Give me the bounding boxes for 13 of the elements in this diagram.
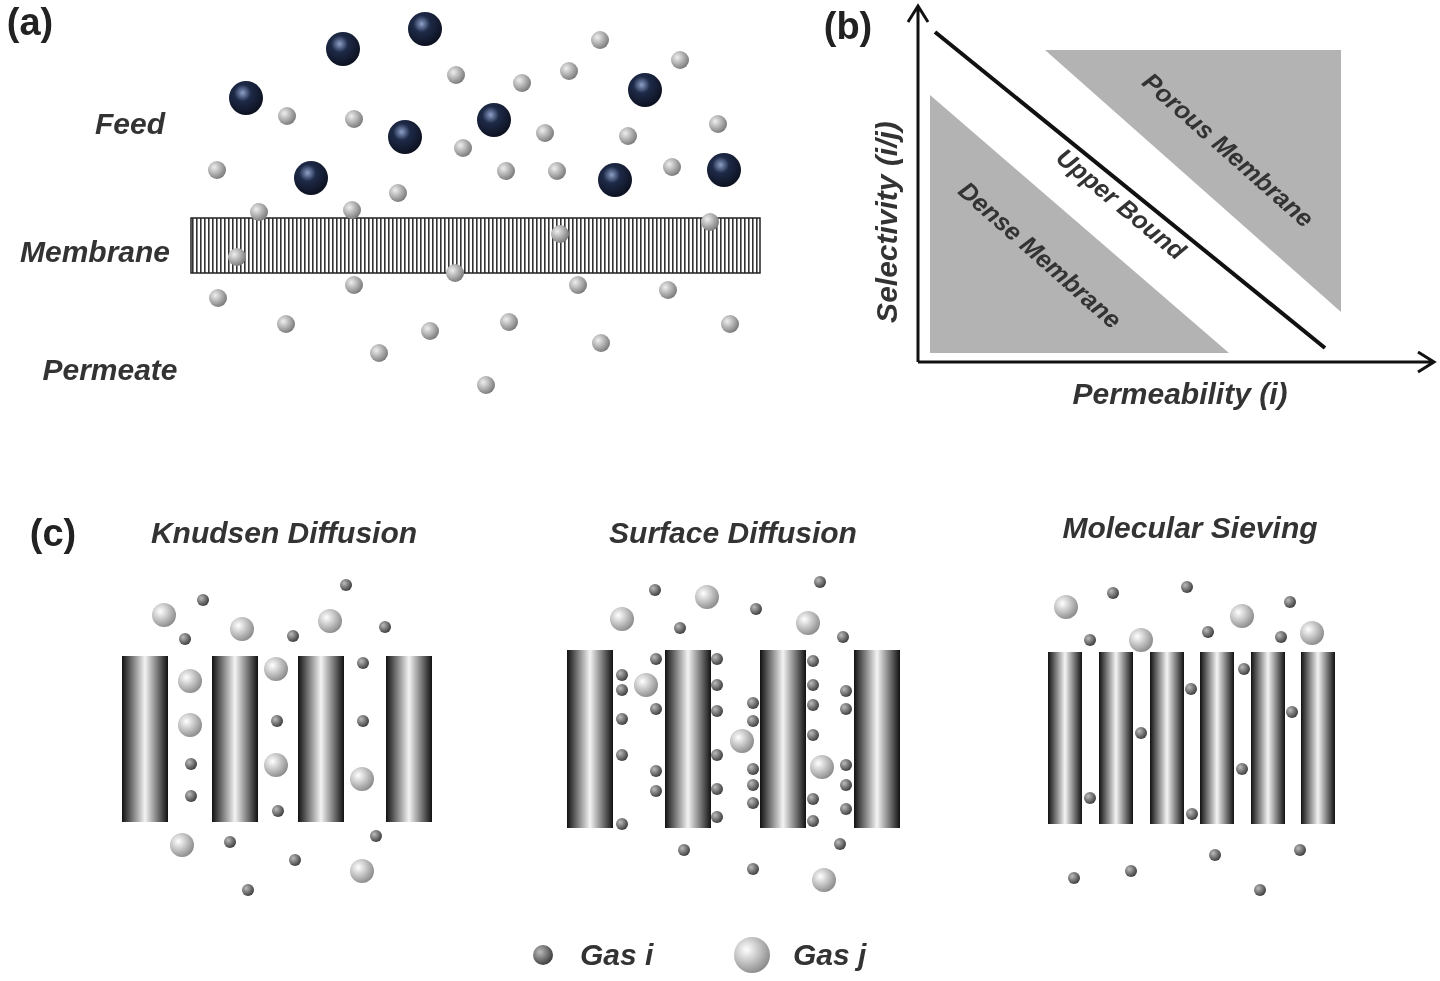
axis-title: Selectivity (i/j) — [872, 121, 902, 323]
region-label: Membrane — [20, 237, 170, 267]
panel-title: Molecular Sieving — [1062, 513, 1318, 543]
legend-label: Gas i — [580, 940, 654, 970]
panel-title: Knudsen Diffusion — [150, 518, 418, 548]
panel-letter: (a) — [6, 3, 54, 41]
panel-title: Surface Diffusion — [609, 518, 857, 548]
panel-letter: (c) — [29, 514, 77, 552]
region-label: Feed — [95, 109, 165, 139]
legend-label: Gas j — [793, 940, 867, 970]
region-label: Permeate — [42, 355, 178, 385]
axis-title: Permeability (i) — [1072, 379, 1288, 409]
panel-letter: (b) — [823, 7, 873, 45]
